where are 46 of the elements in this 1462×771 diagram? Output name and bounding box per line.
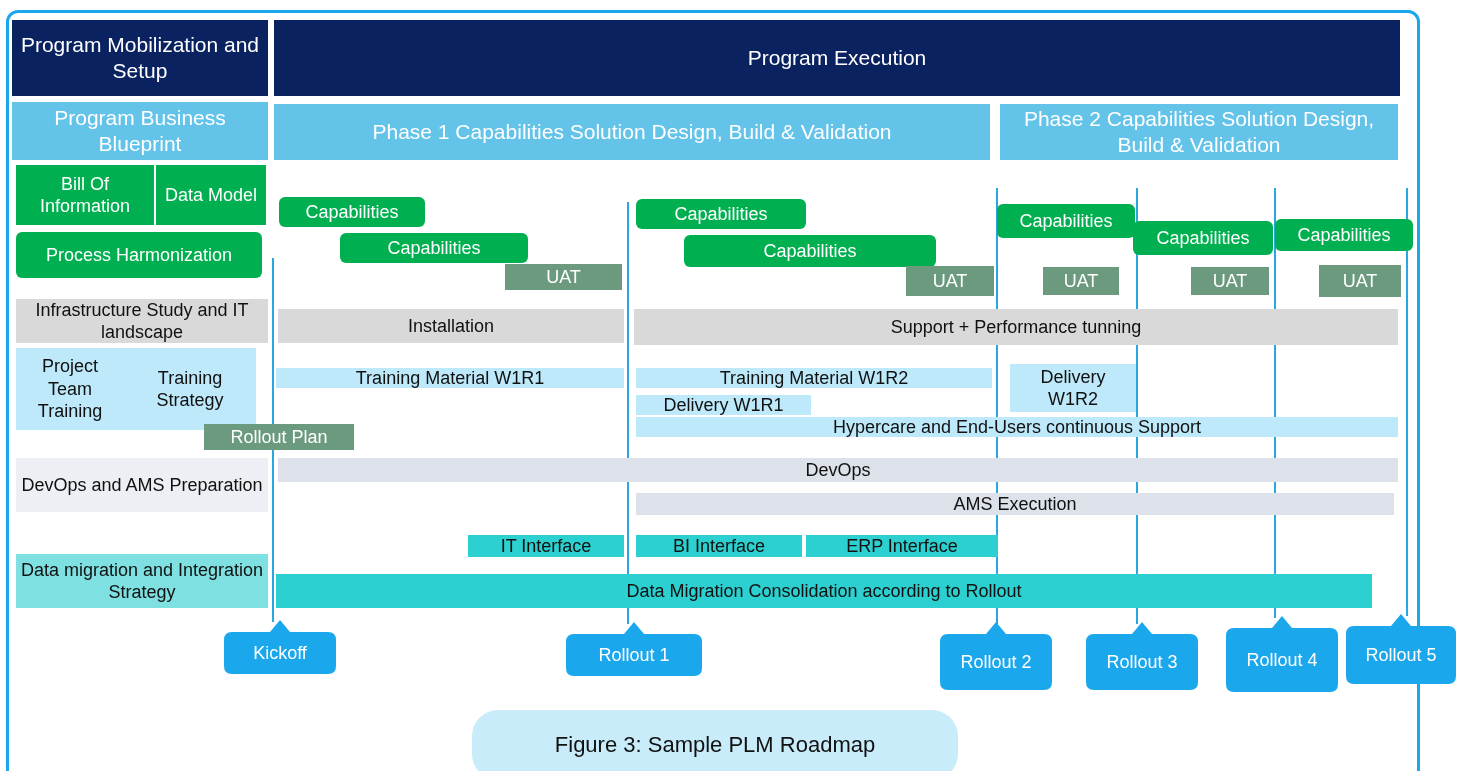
task-bar: UAT	[906, 266, 994, 296]
task-bar: Capabilities	[279, 197, 425, 227]
task-bar: Capabilities	[1133, 221, 1273, 255]
task-bar: Rollout Plan	[204, 424, 354, 450]
task-bar: Hypercare and End-Users continuous Support	[636, 417, 1398, 437]
activity-box: Bill Of Information	[16, 165, 154, 225]
task-bar: Support + Performance tunning	[634, 309, 1398, 345]
activity-box: Process Harmonization	[16, 232, 262, 278]
task-bar: Capabilities	[1275, 219, 1413, 251]
milestone-callout: Rollout 2	[940, 622, 1052, 690]
milestone-callout: Rollout 4	[1226, 616, 1338, 692]
task-bar: UAT	[1043, 267, 1119, 295]
milestone-callout: Rollout 1	[566, 622, 702, 676]
task-bar: Installation	[278, 309, 624, 343]
task-bar: Delivery W1R1	[636, 395, 811, 415]
task-bar: BI Interface	[636, 535, 802, 557]
task-bar: DevOps	[278, 458, 1398, 482]
task-bar: Capabilities	[340, 233, 528, 263]
task-bar: UAT	[505, 264, 622, 290]
task-bar: ERP Interface	[806, 535, 998, 557]
stage-header: Phase 1 Capabilities Solution Design, Build & Validation	[274, 104, 990, 160]
task-bar: Training Material W1R1	[276, 368, 624, 388]
activity-box: Infrastructure Study and IT landscape	[16, 299, 268, 343]
task-bar: Data Migration Consolidation according to Rollout	[276, 574, 1372, 608]
activity-box: Data migration and Integration Strategy	[16, 554, 268, 608]
milestone-callout: Rollout 5	[1346, 614, 1456, 684]
phase-header: Program Execution	[274, 20, 1400, 96]
task-bar: Capabilities	[997, 204, 1135, 238]
figure-caption: Figure 3: Sample PLM Roadmap	[472, 710, 958, 771]
stage-header: Phase 2 Capabilities Solution Design, Build & Validation	[1000, 104, 1398, 160]
task-bar: UAT	[1191, 267, 1269, 295]
milestone-callout: Rollout 3	[1086, 622, 1198, 690]
stage-header: Program Business Blueprint	[12, 102, 268, 160]
milestone-callout: Kickoff	[224, 620, 336, 674]
task-bar: Capabilities	[636, 199, 806, 229]
phase-header: Program Mobilization and Setup	[12, 20, 268, 96]
task-bar: Delivery W1R2	[1010, 364, 1136, 412]
activity-box: DevOps and AMS Preparation	[16, 458, 268, 512]
activity-box: Training Strategy	[124, 348, 256, 430]
task-bar: IT Interface	[468, 535, 624, 557]
activity-box: Project Team Training	[16, 348, 124, 430]
task-bar: Capabilities	[684, 235, 936, 267]
task-bar: AMS Execution	[636, 493, 1394, 515]
activity-box: Data Model	[156, 165, 266, 225]
task-bar: UAT	[1319, 265, 1401, 297]
task-bar: Training Material W1R2	[636, 368, 992, 388]
